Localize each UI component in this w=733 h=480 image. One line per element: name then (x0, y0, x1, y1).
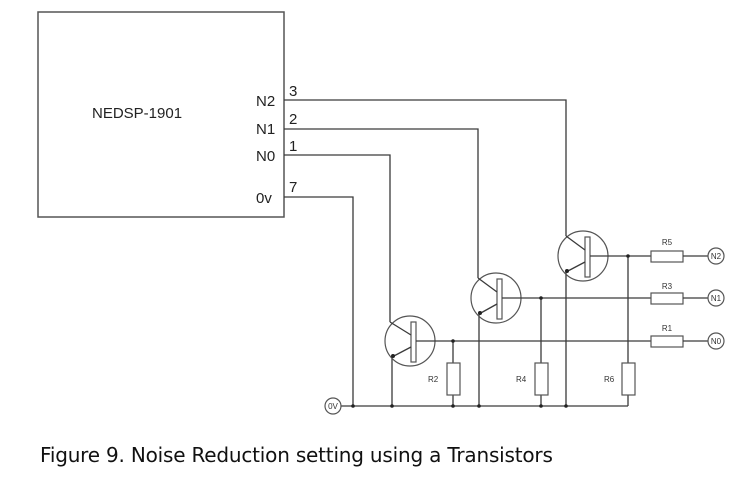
output-terminal-n2 (707, 247, 725, 265)
figure-caption: Figure 9. Noise Reduction setting using … (40, 443, 553, 467)
transistor-t3-emitter-arrow (565, 269, 569, 273)
ground-terminal-label: 0V (328, 402, 338, 411)
junction-dot (390, 404, 394, 408)
resistor-r5-label: R5 (662, 238, 673, 247)
ground-terminal (324, 397, 342, 415)
output-terminal-n1 (707, 289, 725, 307)
wire-pin1-n0 (284, 154, 391, 322)
resistor-r1 (650, 335, 684, 348)
resistor-r3-label: R3 (662, 282, 673, 291)
transistor-t3-collector (565, 235, 586, 251)
transistor-t1-emitter (391, 346, 412, 358)
resistor-r2-label: R2 (428, 375, 439, 384)
resistor-r5 (650, 250, 684, 263)
resistor-r4 (534, 362, 549, 396)
junction-dot (564, 404, 568, 408)
pin-number-2: 2 (289, 111, 297, 128)
pin-number-1: 1 (289, 138, 297, 155)
junction-dot (351, 404, 355, 408)
transistor-t1-emitter-arrow (391, 354, 395, 358)
resistor-r6-label: R6 (604, 375, 615, 384)
transistor-t2-base-bar (496, 278, 503, 320)
resistor-r3 (650, 292, 684, 305)
pin-name-n2: N2 (256, 93, 275, 110)
pin-name-n1: N1 (256, 121, 275, 138)
transistor-t1-base-bar (410, 321, 417, 363)
junction-dot (539, 296, 543, 300)
pin-number-3: 3 (289, 83, 297, 100)
transistor-t2-emitter (478, 303, 498, 315)
resistor-r4-label: R4 (516, 375, 527, 384)
pin-name-0v: 0v (256, 190, 272, 207)
junction-dot (626, 254, 630, 258)
junction-dot (451, 404, 455, 408)
transistor-t2-emitter-arrow (478, 311, 482, 315)
output-terminal-n1-label: N1 (711, 294, 722, 303)
output-terminal-n2-label: N2 (711, 252, 722, 261)
wire-pin2-n1 (284, 128, 479, 278)
resistor-r6 (621, 362, 636, 396)
transistor-t3-emitter (565, 261, 586, 273)
output-terminal-n0 (707, 332, 725, 350)
wire-pin3-n2 (284, 99, 567, 236)
pin-name-n0: N0 (256, 148, 275, 165)
transistor-t2-collector (477, 277, 498, 293)
chip-box (37, 11, 285, 218)
transistor-t3-base-bar (584, 236, 591, 278)
resistor-r1-label: R1 (662, 324, 673, 333)
pin-number-7: 7 (289, 179, 297, 196)
chip-label: NEDSP-1901 (92, 105, 182, 122)
output-terminal-n0-label: N0 (711, 337, 722, 346)
transistor-t1-collector (389, 321, 412, 336)
junction-dot (539, 404, 543, 408)
wire-pin7-0v (284, 196, 354, 406)
junction-dot (477, 404, 481, 408)
junction-dot (451, 339, 455, 343)
resistor-r2 (446, 362, 461, 396)
